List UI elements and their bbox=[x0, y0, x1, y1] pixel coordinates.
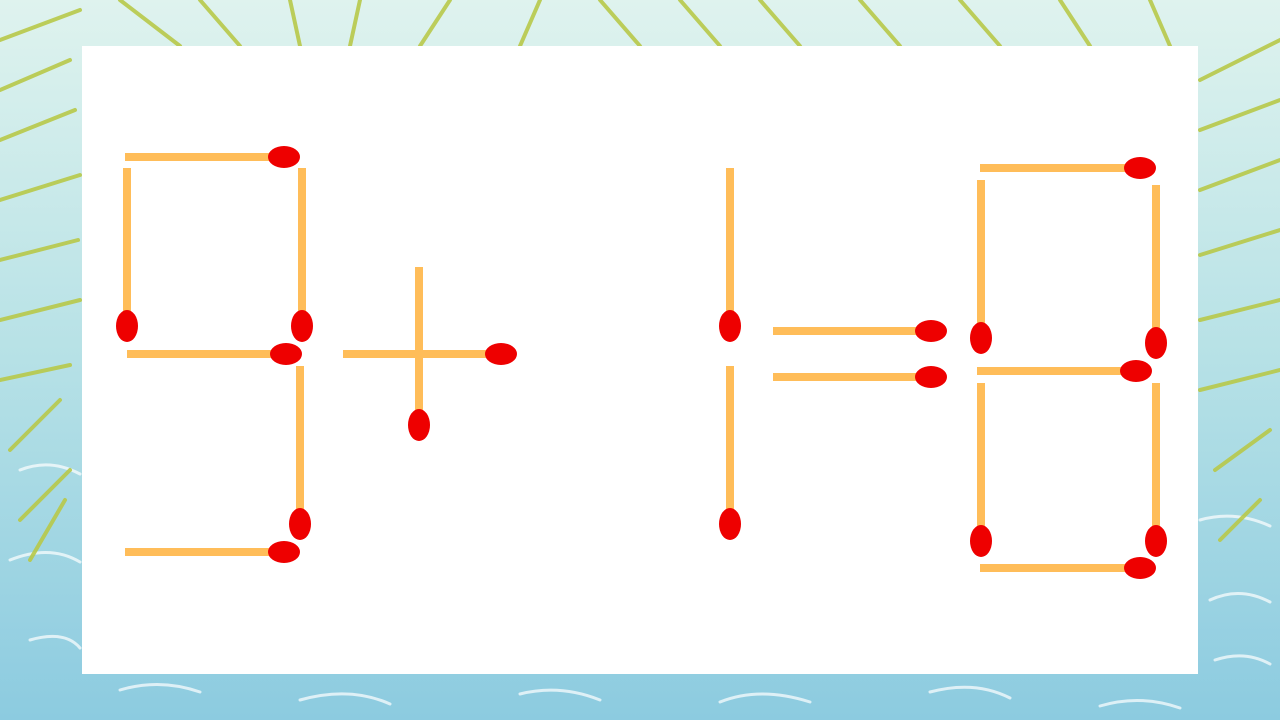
matchstick[interactable] bbox=[116, 168, 138, 342]
digit-9 bbox=[116, 146, 313, 563]
match-head bbox=[116, 310, 138, 342]
match-stick-body bbox=[1152, 185, 1160, 343]
match-stick-body bbox=[980, 564, 1140, 572]
match-head bbox=[268, 541, 300, 563]
matchstick[interactable] bbox=[719, 168, 741, 342]
match-head bbox=[1145, 525, 1167, 557]
match-head bbox=[719, 310, 741, 342]
match-stick-body bbox=[980, 164, 1140, 172]
matchstick[interactable] bbox=[1145, 185, 1167, 359]
matchstick[interactable] bbox=[289, 366, 311, 540]
matchstick[interactable] bbox=[719, 366, 741, 540]
match-stick-body bbox=[977, 383, 985, 541]
matchstick[interactable] bbox=[773, 366, 947, 388]
match-stick-body bbox=[127, 350, 286, 358]
match-head bbox=[408, 409, 430, 441]
matchstick[interactable] bbox=[1145, 383, 1167, 557]
match-head bbox=[1124, 157, 1156, 179]
match-stick-body bbox=[125, 548, 284, 556]
match-stick-body bbox=[977, 180, 985, 338]
match-head bbox=[485, 343, 517, 365]
match-stick-body bbox=[1152, 383, 1160, 541]
palm-fronds bbox=[0, 0, 1280, 562]
match-head bbox=[719, 508, 741, 540]
plus-sign bbox=[343, 267, 517, 441]
matchstick[interactable] bbox=[980, 157, 1156, 179]
match-head bbox=[970, 525, 992, 557]
match-head bbox=[915, 320, 947, 342]
water-ripples bbox=[8, 463, 1272, 710]
match-head bbox=[970, 322, 992, 354]
matchstick[interactable] bbox=[970, 383, 992, 557]
matchstick[interactable] bbox=[343, 343, 517, 365]
match-stick-body bbox=[415, 267, 423, 425]
match-head bbox=[289, 508, 311, 540]
match-head bbox=[1145, 327, 1167, 359]
match-stick-body bbox=[773, 327, 931, 335]
match-head bbox=[1124, 557, 1156, 579]
match-head bbox=[291, 310, 313, 342]
equals-sign bbox=[773, 320, 947, 388]
matchstick[interactable] bbox=[977, 360, 1152, 382]
matchstick[interactable] bbox=[127, 343, 302, 365]
digit-8 bbox=[970, 157, 1167, 579]
match-stick-body bbox=[773, 373, 931, 381]
matchstick[interactable] bbox=[980, 557, 1156, 579]
match-head bbox=[268, 146, 300, 168]
match-head bbox=[270, 343, 302, 365]
match-stick-body bbox=[726, 168, 734, 326]
matchstick[interactable] bbox=[970, 180, 992, 354]
match-head bbox=[1120, 360, 1152, 382]
match-stick-body bbox=[296, 366, 304, 524]
match-stick-body bbox=[123, 168, 131, 326]
matchstick[interactable] bbox=[125, 541, 300, 563]
match-stick-body bbox=[977, 367, 1136, 375]
digit-1 bbox=[719, 168, 741, 540]
match-head bbox=[915, 366, 947, 388]
matchstick[interactable] bbox=[125, 146, 300, 168]
matchstick[interactable] bbox=[291, 168, 313, 342]
matchstick[interactable] bbox=[408, 267, 430, 441]
matchstick[interactable] bbox=[773, 320, 947, 342]
match-stick-body bbox=[125, 153, 284, 161]
match-stick-body bbox=[298, 168, 306, 326]
match-stick-body bbox=[726, 366, 734, 524]
